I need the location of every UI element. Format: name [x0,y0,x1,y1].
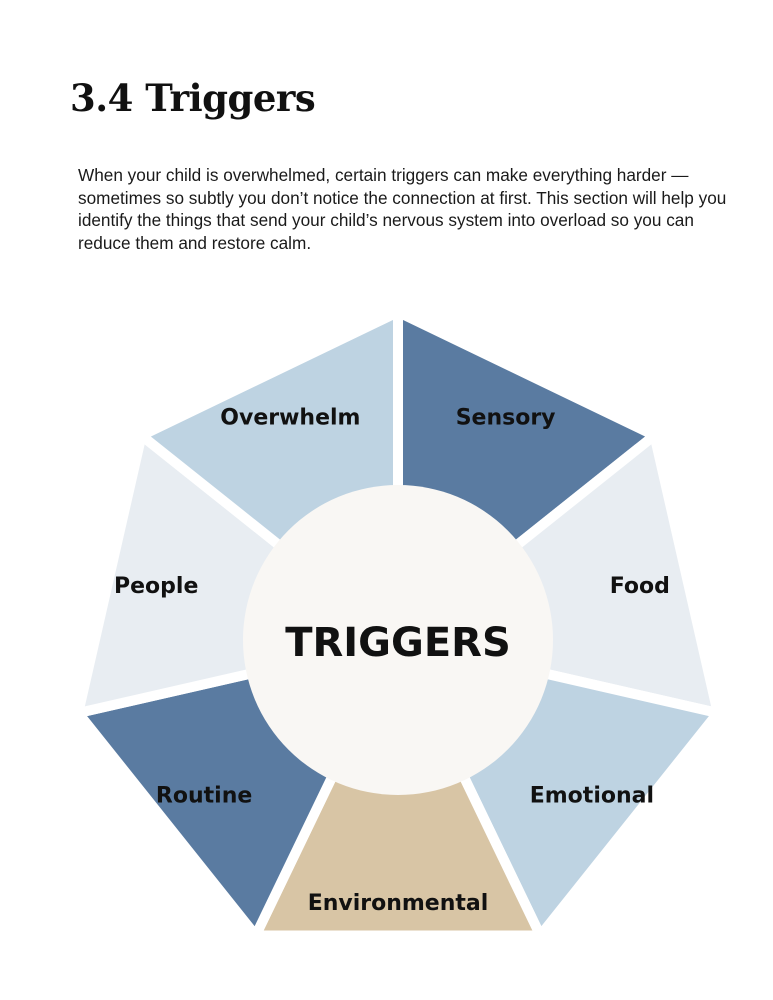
segment-label-emotional: Emotional [530,784,654,809]
segment-label-routine: Routine [156,784,252,809]
segment-label-environmental: Environmental [308,891,489,916]
center-circle [243,485,553,795]
segment-label-food: Food [610,574,670,599]
segment-label-sensory: Sensory [456,406,556,431]
center-label: TRIGGERS [285,620,511,666]
page-title: 3.4 Triggers [70,76,316,120]
intro-paragraph: When your child is overwhelmed, certain … [78,165,727,253]
segment-label-overwhelm: Overwhelm [220,406,360,431]
segment-label-people: People [114,574,198,599]
